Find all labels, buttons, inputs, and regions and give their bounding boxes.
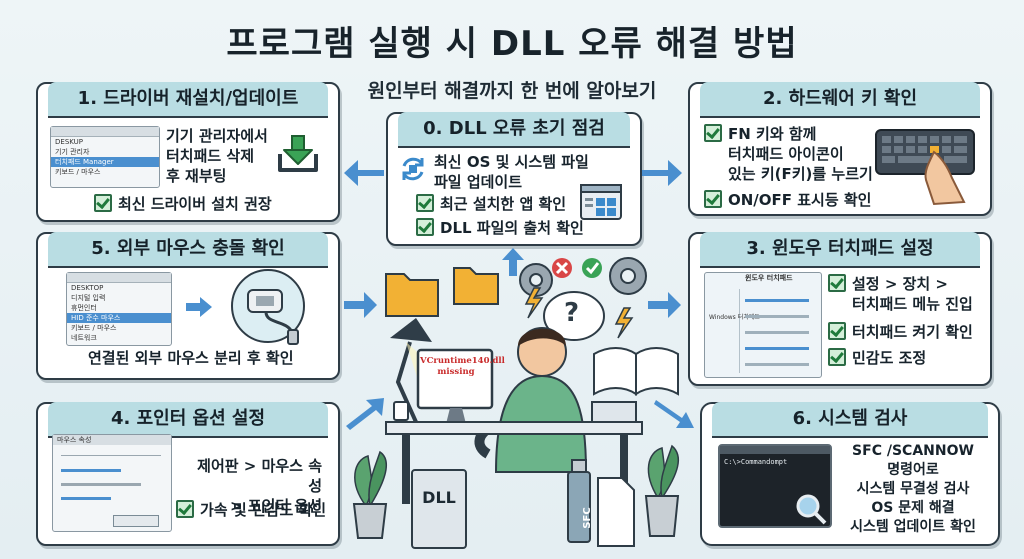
panel-header: 3. 윈도우 터치패드 설정 (700, 232, 980, 268)
panel-external-mouse: 5. 외부 마우스 충돌 확인 DESKTOP 디지털 입력 휴먼인터 HID … (36, 232, 340, 380)
check-icon (828, 322, 846, 340)
check-label: 터치패드 켜기 확인 (852, 323, 973, 341)
folder-icon (385, 267, 499, 317)
mini-line: 네트워크 (71, 334, 97, 342)
usb-label: SFC (582, 507, 593, 529)
app-window-icon (580, 184, 622, 220)
panel-initial-check: 0. DLL 오류 초기 점검 최신 OS 및 시스템 파일 파일 업데이트 최… (386, 112, 642, 246)
mini-line: 윈도우 터치패드 (745, 274, 793, 282)
panel-header: 4. 포인터 옵션 설정 (48, 402, 328, 438)
panel-header: 5. 외부 마우스 충돌 확인 (48, 232, 328, 268)
arrow-to-panel-4 (346, 398, 384, 430)
panel-check: 최신 드라이버 설치 권장 (94, 194, 272, 214)
mouse-unplugged-icon (231, 269, 305, 345)
settings-screenshot: 윈도우 터치패드 Windows 터치패드 (704, 272, 822, 378)
check-label: 최근 설치한 앱 확인 (440, 195, 567, 213)
plant-icon (352, 450, 388, 539)
page-title: 프로그램 실행 시 DLL 오류 해결 방법 (226, 24, 798, 64)
lightning-icon (524, 287, 544, 319)
panel-header: 1. 드라이버 재설치/업데이트 (48, 82, 328, 118)
command-prompt-window: C:\>Commandompt (718, 444, 832, 528)
check-icon (176, 500, 194, 518)
arrow-up (502, 248, 524, 276)
panel-check: ON/OFF 표시등 확인 (704, 190, 871, 210)
laptop (591, 401, 637, 423)
panel-text: 기기 관리자에서 터치패드 삭제 후 재부팅 (166, 127, 268, 185)
arrow-to-panel-3 (648, 292, 681, 318)
plant-icon (644, 444, 680, 537)
panel-system-scan: 6. 시스템 검사 C:\>Commandompt SFC /SCANNOW 명… (700, 402, 1000, 546)
mini-line-selected: 터치패드 Manager (51, 157, 159, 167)
arrow-to-panel-6 (654, 400, 694, 428)
panel-header: 2. 하드웨어 키 확인 (700, 82, 980, 118)
check-icon (416, 218, 434, 236)
mini-line: DESKUP (55, 138, 84, 146)
check-icon (704, 190, 722, 208)
keyboard-icon (875, 129, 975, 206)
panel-text: SFC /SCANNOW 명령어로 시스템 무결성 검사 OS 문제 해결 시스… (850, 443, 976, 535)
download-icon (278, 135, 318, 172)
check-label: ON/OFF 표시등 확인 (728, 191, 872, 209)
mini-line: 키보드 / 마우스 (55, 168, 101, 176)
panel-check: FN 키와 함께 터치패드 아이콘이 있는 키(F키)를 누르기 (704, 124, 873, 184)
panel-text: 제어판 > 마우스 속성 > 포인터 옵션 (197, 457, 322, 515)
panel-header: 6. 시스템 검사 (712, 402, 988, 438)
magnifier-icon (796, 494, 827, 525)
mini-line: 휴먼인터 (71, 304, 97, 312)
panel-pointer-options: 4. 포인터 옵션 설정 마우스 속성 제어판 > 마우스 속성 > 포인터 옵… (36, 402, 340, 546)
mug (393, 401, 409, 421)
mini-line: Windows 터치패드 (709, 314, 760, 321)
lightning-icon (614, 307, 634, 339)
panel-check: 설정 > 장치 > 터치패드 메뉴 진입 (828, 274, 973, 314)
panel-driver-reinstall: 1. 드라이버 재설치/업데이트 DESKUP 기기 관리자 터치패드 Mana… (36, 82, 340, 222)
mini-line: 마우스 속성 (53, 435, 171, 445)
check-icon (416, 194, 434, 212)
right-arrow-icon (186, 297, 212, 317)
open-book-icon (593, 347, 679, 396)
check-label: FN 키와 함께 터치패드 아이콘이 있는 키(F키)를 누르기 (728, 125, 873, 183)
device-manager-screenshot: DESKUP 기기 관리자 터치패드 Manager 키보드 / 마우스 (50, 126, 160, 188)
desk (385, 421, 643, 435)
check-icon (828, 348, 846, 366)
check-icon (94, 194, 112, 212)
central-illustration (352, 257, 680, 549)
panel-check: 가속 및 민감도 확인 (176, 500, 326, 520)
check-label: 최신 드라이버 설치 권장 (118, 195, 272, 213)
arrow-to-panel-2 (642, 160, 682, 186)
sync-icon (402, 157, 424, 181)
terminal-text: C:\>Commandompt (724, 458, 788, 466)
panel-check: DLL 파일의 출처 확인 (416, 218, 584, 238)
panel-check: 민감도 조정 (828, 348, 926, 368)
arrow-to-panel-1 (344, 160, 384, 186)
mini-line: 키보드 / 마우스 (71, 324, 117, 332)
question-mark: ? (564, 298, 580, 328)
dll-book-label: DLL (422, 488, 456, 507)
device-list-screenshot: DESKTOP 디지털 입력 휴먼인터 HID 준수 마우스 키보드 / 마우스… (66, 272, 172, 346)
check-label: 설정 > 장치 > 터치패드 메뉴 진입 (852, 275, 973, 313)
check-label: DLL 파일의 출처 확인 (440, 219, 584, 237)
mini-line: 기기 관리자 (55, 148, 90, 156)
panel-header: 0. DLL 오류 초기 점검 (398, 112, 630, 148)
panel-text: 최신 OS 및 시스템 파일 파일 업데이트 (434, 153, 589, 191)
ok-check-icon (582, 258, 602, 278)
arrow-to-panel-5 (344, 292, 377, 318)
check-icon (704, 124, 722, 142)
dll-book (411, 469, 467, 549)
panel-text: 연결된 외부 마우스 분리 후 확인 (88, 349, 294, 367)
panel-windows-touchpad: 3. 윈도우 터치패드 설정 윈도우 터치패드 Windows 터치패드 설정 … (688, 232, 992, 386)
mini-line-selected: HID 준수 마우스 (67, 313, 171, 323)
mouse-properties-screenshot: 마우스 속성 (52, 434, 172, 532)
panel-check: 최근 설치한 앱 확인 (416, 194, 566, 214)
person (474, 327, 588, 473)
panel-hardware-key: 2. 하드웨어 키 확인 FN 키와 함께 터치패드 아이콘이 있는 키(F키)… (688, 82, 992, 216)
check-icon (828, 274, 846, 292)
mini-line: DESKTOP (71, 284, 104, 292)
check-label: 가속 및 민감도 확인 (200, 501, 327, 519)
mini-line: 디지털 입력 (71, 294, 106, 302)
file-icon (597, 477, 635, 547)
panel-check: 터치패드 켜기 확인 (828, 322, 973, 342)
monitor-error-text: VCruntime140.dll missing (420, 356, 505, 377)
check-label: 민감도 조정 (852, 349, 927, 367)
page-subtitle: 원인부터 해결까지 한 번에 알아보기 (367, 80, 657, 102)
